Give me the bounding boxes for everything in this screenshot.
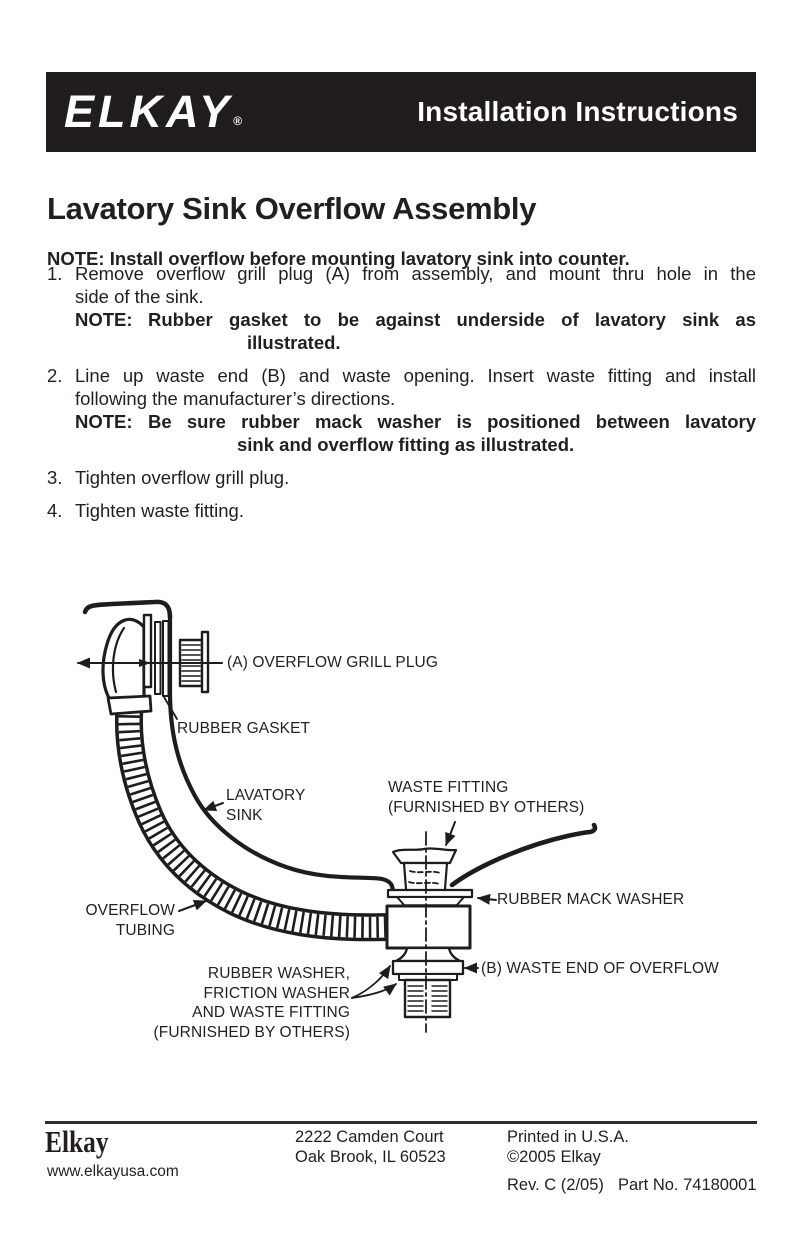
footer-website: www.elkayusa.com xyxy=(47,1163,179,1180)
step-4: 4. Tighten waste fitting. xyxy=(47,499,756,522)
stack-leader-2 xyxy=(351,983,397,999)
footer-brand: Elkay xyxy=(45,1124,109,1159)
footer-part-number: Part No. 74180001 xyxy=(618,1176,757,1194)
mack-washer xyxy=(386,888,474,908)
sink-leader xyxy=(203,800,224,812)
main-note: NOTE: Install overflow before mounting l… xyxy=(47,247,630,269)
step-2: 2. Line up waste end (B) and waste openi… xyxy=(47,364,756,456)
rubber-gasket-plates xyxy=(154,620,170,697)
elkay-logo-text: ELKAY xyxy=(64,86,234,137)
step-1: 1. Remove overflow grill plug (A) from a… xyxy=(47,262,756,354)
fitting-leader xyxy=(445,821,456,846)
footer-printed-in: Printed in U.S.A. xyxy=(507,1128,629,1146)
note-text-line: Rubber gasket to be against underside of… xyxy=(148,309,756,330)
note-label: NOTE: xyxy=(75,411,133,432)
waste-end-assembly xyxy=(391,946,465,1019)
step-text-line: Remove overflow grill plug (A) from asse… xyxy=(75,263,756,284)
footer-revision: Rev. C (2/05) xyxy=(507,1176,604,1194)
label-waste-fitting: WASTE FITTING (FURNISHED BY OTHERS) xyxy=(388,779,585,816)
footer-address: 2222 Camden Court Oak Brook, IL 60523 xyxy=(295,1128,446,1167)
overflow-elbow xyxy=(101,613,153,716)
step-text-line: following the manufacturer’s directions. xyxy=(75,388,396,409)
label-overflow-tubing: OVERFLOW TUBING xyxy=(85,902,175,939)
step-note: NOTE: Be sure rubber mack washer is posi… xyxy=(75,410,756,456)
overflow-tee xyxy=(385,904,472,950)
header-banner: ELKAY® Installation Instructions xyxy=(46,72,756,152)
step-number: 2. xyxy=(47,365,63,386)
page-title: Lavatory Sink Overflow Assembly xyxy=(47,190,537,226)
tubing-leader xyxy=(178,900,207,912)
label-rubber-gasket: RUBBER GASKET xyxy=(177,720,311,737)
step-number: 1. xyxy=(47,263,63,284)
assembly-diagram-art xyxy=(77,599,598,1033)
step-text-line: Line up waste end (B) and waste opening.… xyxy=(75,365,756,386)
gasket-leader xyxy=(163,696,178,720)
mack-leader xyxy=(477,893,497,905)
leader-lines xyxy=(163,696,497,999)
label-waste-end-of-overflow: (B) WASTE END OF OVERFLOW xyxy=(481,960,719,977)
note-text-line: Be sure rubber mack washer is positioned… xyxy=(148,411,756,432)
label-rubber-mack-washer: RUBBER MACK WASHER xyxy=(497,891,685,908)
footer-copyright: ©2005 Elkay xyxy=(507,1147,601,1166)
footer-print-info: Printed in U.S.A. ©2005 Elkay xyxy=(507,1128,629,1167)
stack-leader-1 xyxy=(351,965,391,999)
elkay-logo: ELKAY® xyxy=(64,86,242,138)
label-overflow-grill-plug: (A) OVERFLOW GRILL PLUG xyxy=(227,654,439,671)
banner-title: Installation Instructions xyxy=(417,96,738,127)
footer-rule xyxy=(45,1121,757,1124)
footer-address-line1: 2222 Camden Court xyxy=(295,1128,444,1146)
registered-mark: ® xyxy=(233,114,243,128)
step-text-line: Tighten overflow grill plug. xyxy=(75,467,290,488)
step-text-line: Tighten waste fitting. xyxy=(75,500,244,521)
note-text-line: sink and overflow fitting as illustrated… xyxy=(237,434,575,455)
note-label: NOTE: xyxy=(75,309,133,330)
step-note: NOTE: Rubber gasket to be against unders… xyxy=(75,308,756,354)
step-number: 3. xyxy=(47,467,63,488)
footer-address-line2: Oak Brook, IL 60523 xyxy=(295,1147,446,1166)
note-text-line: illustrated. xyxy=(247,332,341,353)
grill-plug xyxy=(77,630,223,694)
axis-arrowhead xyxy=(139,659,151,667)
label-lavatory-sink: LAVATORY SINK xyxy=(226,787,306,824)
label-washer-stack: RUBBER WASHER, FRICTION WASHER AND WASTE… xyxy=(153,965,350,1041)
sink-outline xyxy=(82,599,598,897)
overflow-tube xyxy=(114,686,402,942)
step-number: 4. xyxy=(47,500,63,521)
assembly-diagram: (A) OVERFLOW GRILL PLUG RUBBER GASKET LA… xyxy=(60,570,760,1070)
step-3: 3. Tighten overflow grill plug. xyxy=(47,466,756,489)
step-text-line: side of the sink. xyxy=(75,286,204,307)
